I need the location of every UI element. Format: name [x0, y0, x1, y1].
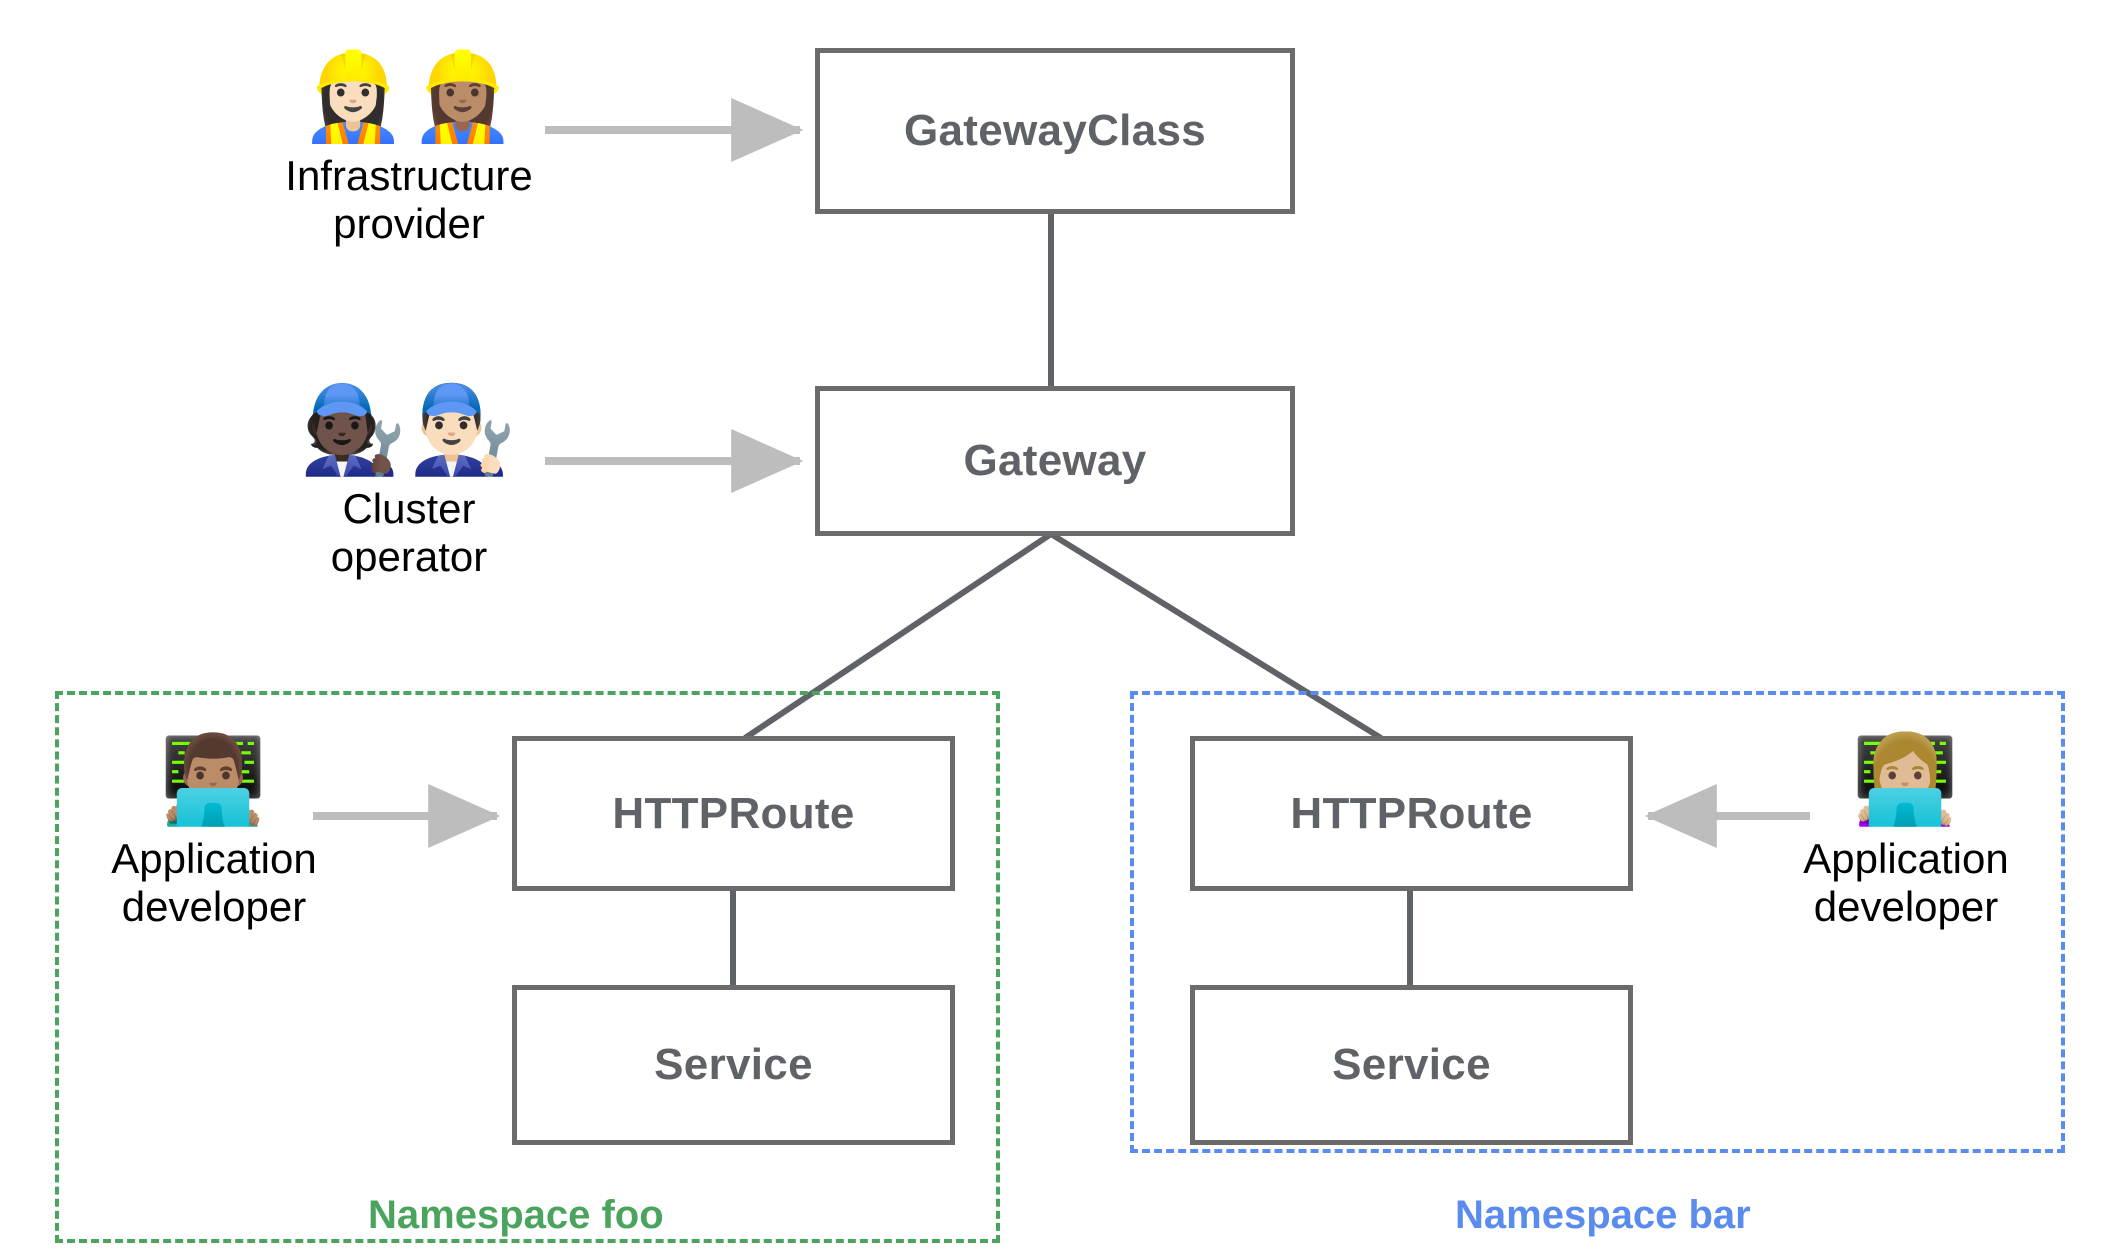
node-httproute-foo[interactable]: HTTPRoute — [512, 736, 955, 891]
node-service-bar[interactable]: Service — [1190, 985, 1633, 1145]
node-gatewayclass-label: GatewayClass — [904, 106, 1206, 155]
mechanic-emoji: 🧑🏿‍🔧👨🏻‍🔧 — [299, 380, 519, 480]
construction-worker-emoji: 👷🏻‍♀️👷🏽‍♀️ — [299, 47, 519, 147]
persona-infrastructure-provider-label: Infrastructure provider — [285, 152, 533, 248]
node-httproute-bar[interactable]: HTTPRoute — [1190, 736, 1633, 891]
node-service-foo-label: Service — [654, 1040, 813, 1089]
namespace-foo-label: Namespace foo — [368, 1193, 664, 1237]
namespace-bar-label: Namespace bar — [1455, 1193, 1751, 1237]
namespace-bar-boundary — [1130, 691, 2065, 1153]
persona-application-developer-bar: 👩🏼‍💻 Application developer — [1790, 735, 2022, 931]
node-gateway[interactable]: Gateway — [815, 386, 1295, 536]
persona-cluster-operator-label: Cluster operator — [330, 485, 488, 581]
node-httproute-bar-label: HTTPRoute — [1290, 788, 1533, 838]
technologist-emoji: 👩🏼‍💻 — [1851, 730, 1961, 830]
node-service-foo[interactable]: Service — [512, 985, 955, 1145]
technologist-emoji: 👨🏽‍💻 — [159, 730, 269, 830]
node-gatewayclass[interactable]: GatewayClass — [815, 48, 1295, 214]
persona-application-developer-foo-label: Application developer — [111, 835, 317, 931]
persona-cluster-operator: 🧑🏿‍🔧👨🏻‍🔧 Cluster operator — [264, 385, 554, 581]
persona-application-developer-foo: 👨🏽‍💻 Application developer — [98, 735, 330, 931]
namespace-foo-boundary — [55, 691, 1000, 1243]
node-service-bar-label: Service — [1332, 1040, 1491, 1089]
node-gateway-label: Gateway — [963, 436, 1147, 485]
persona-infrastructure-provider: 👷🏻‍♀️👷🏽‍♀️ Infrastructure provider — [264, 52, 554, 248]
persona-application-developer-bar-label: Application developer — [1803, 835, 2009, 931]
node-httproute-foo-label: HTTPRoute — [612, 788, 855, 838]
